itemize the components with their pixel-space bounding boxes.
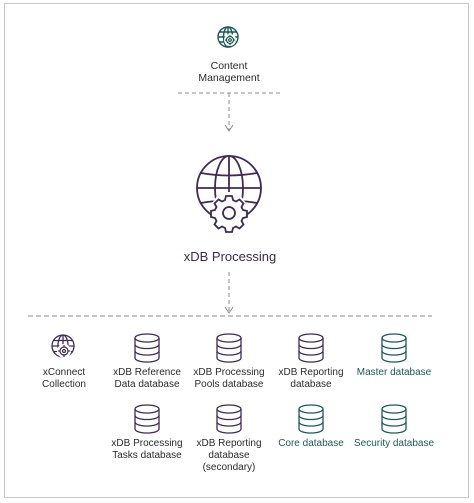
xconnect-globe-gear-icon <box>51 334 75 358</box>
security-database-label: Security database <box>353 438 435 449</box>
content-management-label: Content Management <box>198 60 260 84</box>
master-database-icon <box>381 333 407 363</box>
reporting-database-icon <box>298 333 324 363</box>
processing-pools-database-icon <box>216 333 242 363</box>
reference-data-database-icon <box>134 333 160 363</box>
core-database-icon <box>298 404 324 434</box>
xdb-processing-label: xDB Processing <box>183 249 277 264</box>
xconnect-collection-label: xConnect Collection <box>42 367 86 390</box>
processing-tasks-database-icon <box>134 404 160 434</box>
master-database-label: Master database <box>356 367 432 378</box>
reporting-database-label: xDB Reporting database <box>278 367 344 390</box>
reporting-secondary-database-icon <box>216 404 242 434</box>
reporting-secondary-database-label: xDB Reporting database (secondary) <box>196 438 262 473</box>
processing-pools-database-label: xDB Processing Pools database <box>193 367 265 390</box>
core-database-label: Core database <box>278 438 344 449</box>
reference-data-database-label: xDB Reference Data database <box>113 367 181 390</box>
processing-tasks-database-label: xDB Processing Tasks database <box>111 438 183 461</box>
security-database-icon <box>381 404 407 434</box>
globe-gear-icon <box>217 26 239 48</box>
xdb-processing-icon <box>196 155 262 233</box>
diagram-frame <box>4 3 469 498</box>
